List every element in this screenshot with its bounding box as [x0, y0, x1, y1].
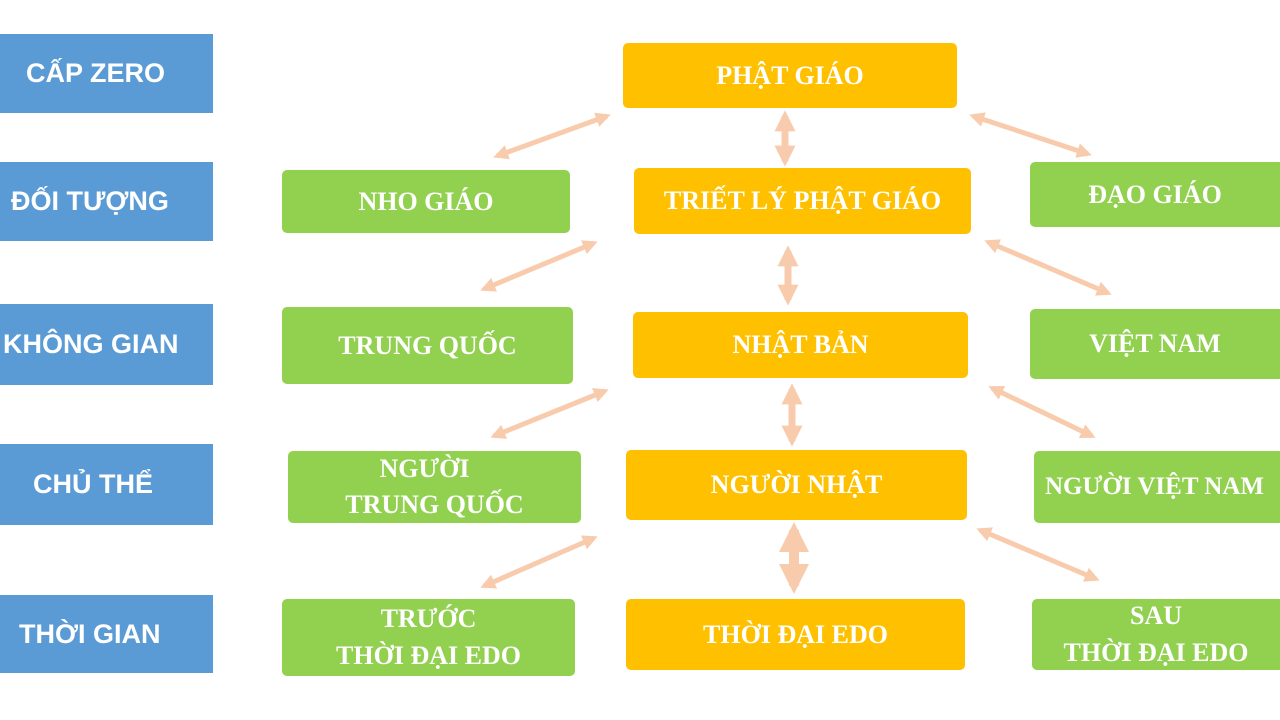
right-box-subject-text: NGƯỜI VIỆT NAM [1045, 472, 1265, 500]
center-box-space: NHẬT BẢN [633, 312, 968, 378]
left-box-time-line1: TRƯỚC [380, 603, 477, 633]
center-box-object: TRIẾT LÝ PHẬT GIÁO [634, 168, 971, 234]
right-box-space-text: VIỆT NAM [1089, 329, 1221, 359]
level-label-subject-text: CHỦ THỂ [33, 469, 153, 499]
level-label-subject: CHỦ THỂ [0, 444, 213, 525]
level-label-space-text: KHÔNG GIAN [3, 329, 179, 359]
center-box-subject-text: NGƯỜI NHẬT [710, 470, 883, 500]
center-box-time: THỜI ĐẠI EDO [626, 599, 965, 670]
level-label-object-text: ĐỐI TƯỢNG [11, 186, 169, 216]
level-label-space: KHÔNG GIAN [0, 304, 213, 385]
arrow-space-right [988, 385, 1096, 439]
left-box-time-line2: THỜI ĐẠI EDO [336, 640, 521, 670]
center-box-subject: NGƯỜI NHẬT [626, 450, 967, 520]
center-box-time-text: THỜI ĐẠI EDO [703, 619, 888, 649]
level-label-zero: CẤP ZERO [0, 34, 213, 113]
arrow-object-left [480, 240, 598, 292]
level-label-time-text: THỜI GIAN [19, 618, 161, 649]
right-box-object: ĐẠO GIÁO [1030, 162, 1280, 227]
right-box-time-line2: THỜI ĐẠI EDO [1063, 637, 1249, 667]
level-label-object: ĐỐI TƯỢNG [0, 162, 213, 241]
left-box-time: TRƯỚC THỜI ĐẠI EDO [282, 599, 575, 676]
arrow-zero-right [969, 112, 1092, 158]
left-box-subject-line1: NGƯỜI [379, 454, 470, 484]
center-box-zero: PHẬT GIÁO [623, 43, 957, 108]
arrow-zero-left [493, 112, 611, 160]
right-box-time-line1: SAU [1129, 600, 1182, 630]
center-box-object-text: TRIẾT LÝ PHẬT GIÁO [663, 186, 942, 216]
right-box-time: SAU THỜI ĐẠI EDO [1032, 599, 1280, 670]
level-label-zero-text: CẤP ZERO [26, 58, 166, 88]
center-box-space-text: NHẬT BẢN [732, 330, 869, 360]
left-box-object: NHO GIÁO [282, 170, 570, 233]
right-box-space: VIỆT NAM [1030, 309, 1280, 379]
left-box-subject-line2: TRUNG QUỐC [345, 490, 524, 519]
center-box-zero-text: PHẬT GIÁO [716, 60, 864, 90]
left-box-object-text: NHO GIÁO [358, 186, 494, 216]
left-box-space-text: TRUNG QUỐC [338, 330, 517, 360]
arrow-subject-right [976, 527, 1100, 582]
arrow-subject-left [480, 535, 598, 589]
arrow-object-right [984, 239, 1112, 296]
level-label-time: THỜI GIAN [0, 595, 213, 673]
right-box-object-text: ĐẠO GIÁO [1088, 179, 1222, 209]
arrow-space-left [490, 388, 609, 439]
right-box-subject: NGƯỜI VIỆT NAM [1034, 451, 1280, 523]
left-box-space: TRUNG QUỐC [282, 307, 573, 384]
left-box-subject: NGƯỜI TRUNG QUỐC [288, 451, 581, 523]
